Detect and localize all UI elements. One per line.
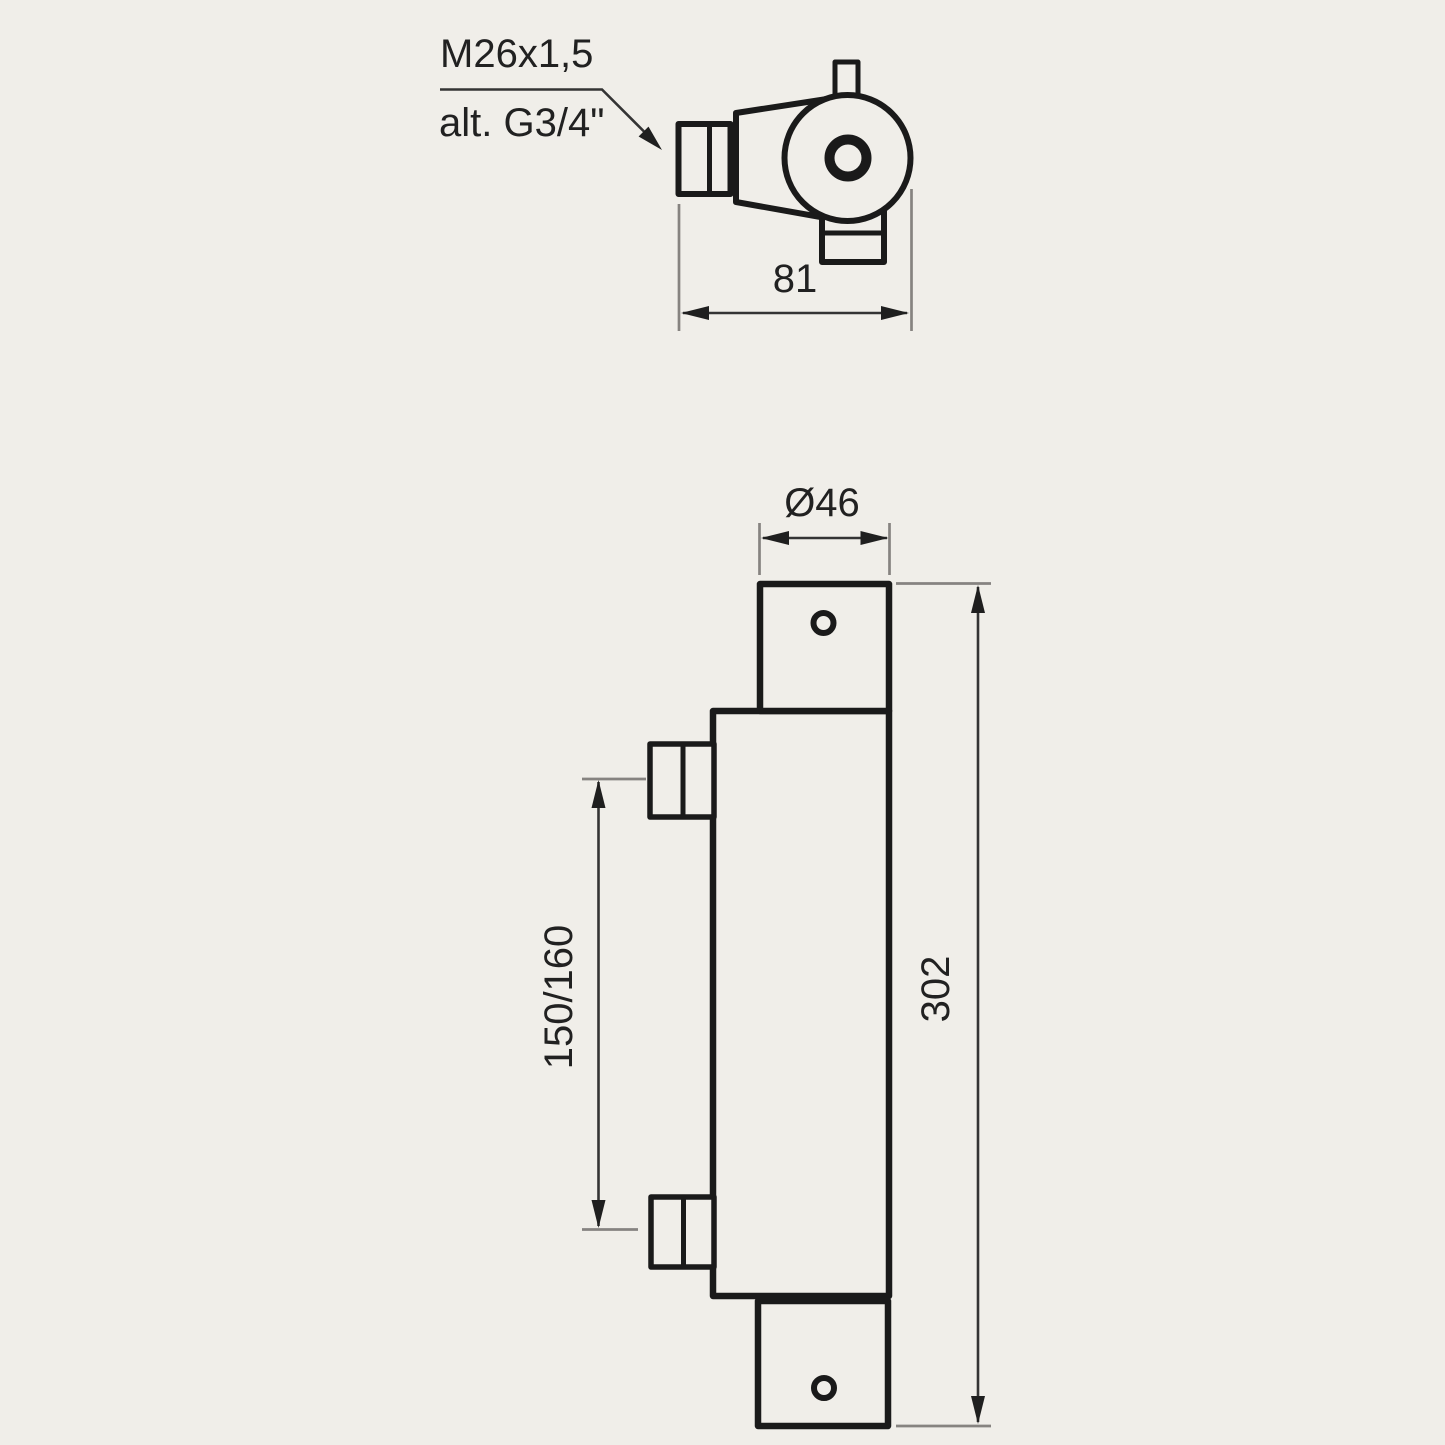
arrowhead-d46-right-icon: [860, 531, 889, 545]
thread-label: M26x1,5: [440, 32, 593, 76]
bottom-wall-bracket: [754, 1297, 892, 1430]
bottom-screw-hole: [811, 1375, 837, 1401]
mixer-body: [709, 707, 893, 1300]
top-view: M26x1,5 alt. G3/4" 81: [439, 32, 914, 331]
inlet-port: [675, 121, 734, 197]
arrowhead-302-bottom-icon: [971, 1396, 985, 1424]
thread-alt-label: alt. G3/4": [439, 101, 604, 145]
arrowhead-81-right-icon: [881, 306, 909, 320]
valve-body-circle: [781, 92, 914, 224]
arrowhead-d46-left-icon: [761, 531, 789, 545]
top-screw-hole: [810, 610, 837, 636]
thread-leader-line: [440, 88, 647, 135]
arrowhead-302-top-icon: [971, 585, 985, 613]
front-view: Ø46 302 150/160: [537, 481, 991, 1430]
arrowhead-150-bottom-icon: [591, 1200, 606, 1228]
dimension-label-150-160: 150/160: [537, 925, 581, 1070]
dimension-label-81: 81: [773, 257, 818, 301]
arrowhead-81-left-icon: [681, 306, 709, 320]
arrowhead-150-top-icon: [591, 780, 606, 808]
top-wall-bracket: [756, 580, 893, 715]
thread-leader-arrowhead-icon: [638, 126, 662, 150]
dimension-label-d46: Ø46: [784, 481, 860, 525]
dimension-label-302: 302: [914, 956, 958, 1023]
spindle-circle: [824, 134, 872, 182]
